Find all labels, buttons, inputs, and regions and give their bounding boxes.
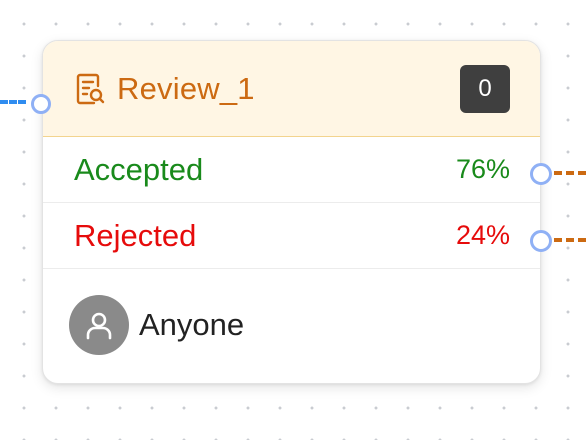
- outcome-row-rejected[interactable]: Rejected 24%: [43, 203, 540, 269]
- input-port[interactable]: [31, 94, 51, 114]
- node-header[interactable]: Review_1 0: [43, 41, 540, 137]
- outcome-label-rejected: Rejected: [74, 217, 197, 253]
- review-document-icon: [75, 72, 105, 106]
- assignee-name: Anyone: [139, 307, 245, 342]
- accepted-output-port[interactable]: [530, 163, 552, 185]
- outcome-row-accepted[interactable]: Accepted 76%: [43, 137, 540, 203]
- rejected-output-port[interactable]: [530, 230, 552, 252]
- incoming-edge[interactable]: [0, 100, 26, 104]
- rejected-outgoing-edge[interactable]: [554, 238, 586, 242]
- outcome-percent-rejected: 24%: [455, 220, 510, 250]
- user-avatar-icon: [69, 295, 129, 355]
- outcome-label-accepted: Accepted: [74, 151, 204, 187]
- review-node[interactable]: Review_1 0 Accepted 76% Rejected 24% Any…: [42, 40, 541, 384]
- assignee-row[interactable]: Anyone: [43, 269, 540, 381]
- outcome-percent-accepted: 76%: [455, 154, 510, 184]
- count-badge: 0: [460, 64, 510, 113]
- accepted-outgoing-edge[interactable]: [554, 171, 586, 175]
- node-title: Review_1: [117, 70, 255, 106]
